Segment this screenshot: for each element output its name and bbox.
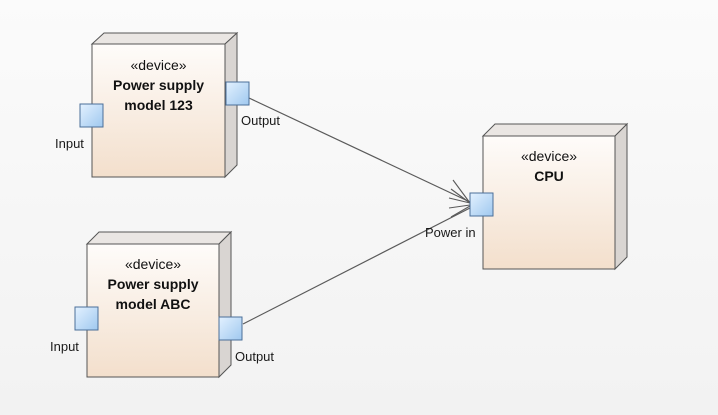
- node-name-line: Power supply: [107, 276, 199, 292]
- port-input-psu123[interactable]: [79, 103, 104, 128]
- node-psuABC-text: «device» Power supply model ABC: [87, 254, 219, 314]
- node-power-supply-abc[interactable]: [85, 230, 233, 379]
- port-output-psuABC[interactable]: [218, 316, 243, 341]
- node-cpu-text: «device» CPU: [483, 146, 615, 186]
- node-stereotype: «device»: [130, 57, 187, 73]
- port-output-psu123[interactable]: [225, 81, 250, 106]
- port-power-in-cpu[interactable]: [469, 192, 494, 217]
- node-name-line: model 123: [124, 97, 193, 113]
- node-name-line: Power supply: [112, 77, 205, 93]
- node-name-line: model ABC: [115, 296, 191, 312]
- node-power-supply-123[interactable]: [90, 31, 239, 179]
- node-psu123-text: «device» Power supply model 123: [92, 55, 225, 115]
- port-label-output-psuABC: Output: [235, 349, 275, 364]
- node-stereotype: «device»: [520, 148, 578, 164]
- port-label-input-psuABC: Input: [50, 339, 79, 354]
- connector-psu123-cpu[interactable]: [248, 97, 471, 203]
- node-name-line: CPU: [534, 168, 564, 184]
- port-label-power-in-cpu: Power in: [425, 225, 476, 240]
- port-label-input-psu123: Input: [55, 136, 84, 151]
- arrowhead-icon: [448, 179, 471, 218]
- port-label-output-psu123: Output: [241, 113, 281, 128]
- connector-psuABC-cpu[interactable]: [242, 207, 471, 325]
- node-stereotype: «device»: [124, 256, 182, 272]
- port-input-psuABC[interactable]: [74, 306, 99, 331]
